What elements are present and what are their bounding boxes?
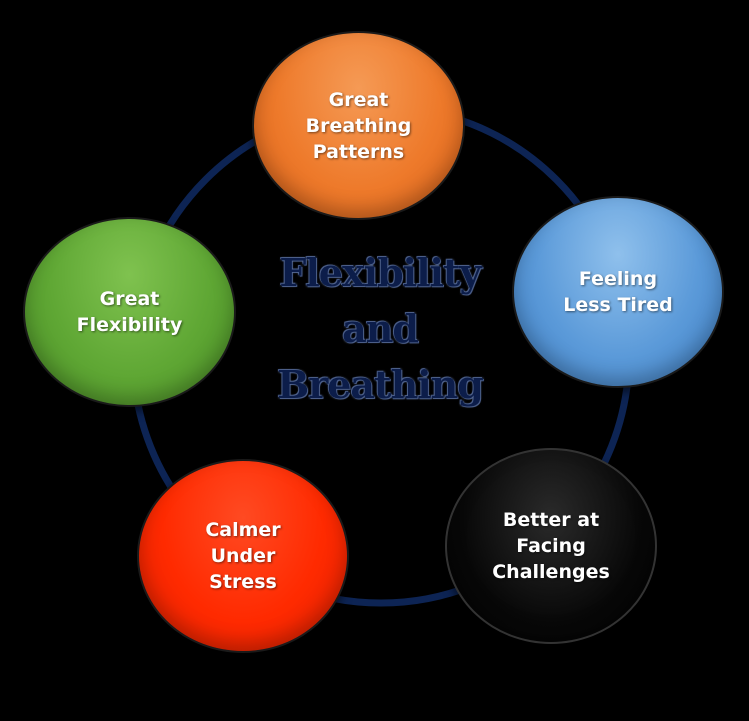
diagram-title: Flexibility and Breathing xyxy=(250,245,510,413)
node-label: Great Flexibility xyxy=(76,288,183,336)
node-label: Calmer Under Stress xyxy=(205,519,281,593)
title-line-2: and xyxy=(342,306,419,351)
node-label: Great Breathing Patterns xyxy=(305,88,412,163)
node-great-flexibility: Great Flexibility xyxy=(23,217,236,407)
title-line-3: Breathing xyxy=(277,362,484,407)
node-label: Better at Facing Challenges xyxy=(492,509,610,583)
title-line-1: Flexibility xyxy=(279,250,481,295)
node-label: Feeling Less Tired xyxy=(563,268,673,316)
node-great-breathing-patterns: Great Breathing Patterns xyxy=(252,31,465,220)
node-calmer-under-stress: Calmer Under Stress xyxy=(137,459,349,653)
node-better-at-facing-challenges: Better at Facing Challenges xyxy=(445,448,657,644)
node-feeling-less-tired: Feeling Less Tired xyxy=(512,196,724,388)
